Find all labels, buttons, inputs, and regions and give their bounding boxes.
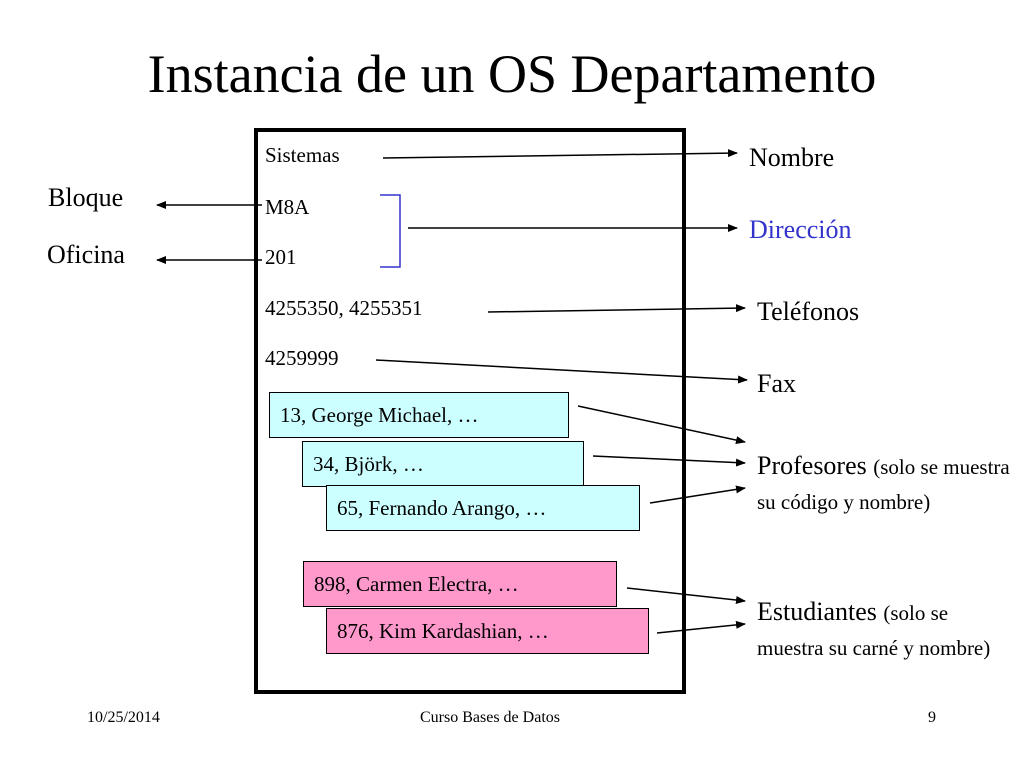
- label-profesores-note: (solo se muestra su código y nombre): [757, 455, 1010, 515]
- department-instance-box: [254, 128, 686, 694]
- label-oficina: Oficina: [47, 240, 125, 269]
- label-estudiantes-note: (solo se muestra su carné y nombre): [757, 601, 991, 661]
- label-fax: Fax: [757, 369, 796, 398]
- label-estudiantes-group: Estudiantes (solo se muestra su carné y …: [757, 594, 1019, 664]
- label-direccion: Dirección: [749, 215, 852, 244]
- arrow-estudiante-2: [656, 620, 746, 634]
- arrow-nombre: [382, 149, 738, 159]
- department-office: 201: [265, 245, 297, 269]
- professor-card: 13, George Michael, …: [269, 392, 569, 438]
- label-estudiantes: Estudiantes: [757, 597, 877, 626]
- label-profesores: Profesores: [757, 451, 867, 480]
- arrow-fax: [375, 359, 748, 384]
- arrow-profesor-1: [577, 405, 746, 445]
- footer-page-number: 9: [928, 709, 936, 726]
- footer-date: 10/25/2014: [87, 709, 160, 726]
- student-card: 876, Kim Kardashian, …: [326, 608, 649, 654]
- department-block: M8A: [265, 195, 310, 219]
- address-bracket: [380, 194, 401, 268]
- arrow-telefonos: [487, 304, 746, 313]
- arrow-estudiante-1: [626, 587, 746, 604]
- label-nombre: Nombre: [749, 143, 835, 172]
- label-profesores-group: Profesores (solo se muestra su código y …: [757, 448, 1019, 518]
- arrow-profesor-3: [649, 485, 746, 504]
- department-phones: 4255350, 4255351: [265, 296, 423, 320]
- arrow-profesor-2: [592, 455, 746, 467]
- department-fax: 4259999: [265, 346, 339, 370]
- department-name: Sistemas: [265, 143, 340, 167]
- label-bloque: Bloque: [48, 183, 124, 212]
- label-telefonos: Teléfonos: [757, 297, 860, 326]
- student-card: 898, Carmen Electra, …: [303, 561, 617, 607]
- footer-course: Curso Bases de Datos: [420, 709, 560, 726]
- professor-card: 65, Fernando Arango, …: [326, 485, 640, 531]
- slide-title: Instancia de un OS Departamento: [147, 44, 877, 104]
